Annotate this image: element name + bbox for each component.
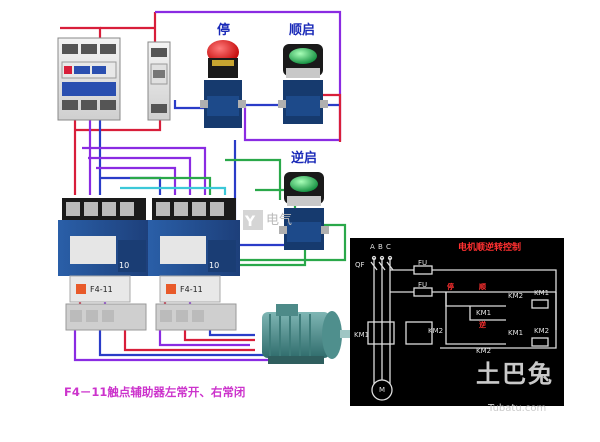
contactor-left-model: 10	[119, 261, 130, 270]
km1-coil-label: KM1	[534, 289, 550, 297]
km1-hold-label: KM1	[476, 309, 492, 317]
km2-hold-label: KM2	[476, 347, 492, 355]
forward-contact-label: 顺	[479, 283, 486, 291]
watermark: Y	[243, 210, 263, 230]
logo-sub: Tubatu.com	[488, 403, 547, 414]
qf-label: QF	[355, 261, 365, 269]
svg-text:Y: Y	[244, 214, 256, 230]
aux-block-right-label: F4-11	[180, 285, 203, 294]
stop-button	[200, 40, 246, 128]
caption: F4－11触点辅助器左常开、右常闭	[64, 385, 246, 399]
km2-coil-label: KM2	[534, 327, 550, 335]
km1-main-label: KM1	[354, 331, 370, 339]
watermark-text: 电气	[266, 213, 293, 228]
phase-b: B	[378, 243, 383, 251]
reverse-start-button	[279, 172, 329, 250]
fu-ctrl-label: FU	[418, 281, 428, 289]
km2-main-label: KM2	[428, 327, 444, 335]
fu-top-label: FU	[418, 259, 428, 267]
schematic-title: 电机顺逆转控制	[458, 243, 522, 253]
reverse-start-label: 逆启	[291, 151, 318, 166]
logo-main: 土巴兔	[476, 360, 554, 388]
km1-interlock-label: KM1	[508, 329, 524, 337]
contactor-km1	[58, 198, 150, 331]
control-breaker-1p	[147, 41, 171, 121]
aux-block-left-label: F4-11	[90, 285, 113, 294]
forward-start-label: 顺启	[289, 23, 316, 38]
main-breaker-3p	[57, 37, 121, 121]
stop-contact-label: 停	[447, 283, 454, 291]
phase-c: C	[386, 243, 391, 251]
contactor-right-model: 10	[209, 261, 220, 270]
forward-start-button	[278, 44, 328, 124]
stop-label: 停	[217, 23, 231, 38]
contactor-km2	[148, 198, 240, 331]
motor-symbol-label: M	[379, 386, 386, 394]
reverse-contact-label: 逆	[479, 321, 486, 329]
phase-a: A	[370, 243, 375, 251]
km2-interlock-label: KM2	[508, 292, 524, 300]
motor	[262, 304, 354, 364]
schematic-lines	[367, 255, 557, 401]
